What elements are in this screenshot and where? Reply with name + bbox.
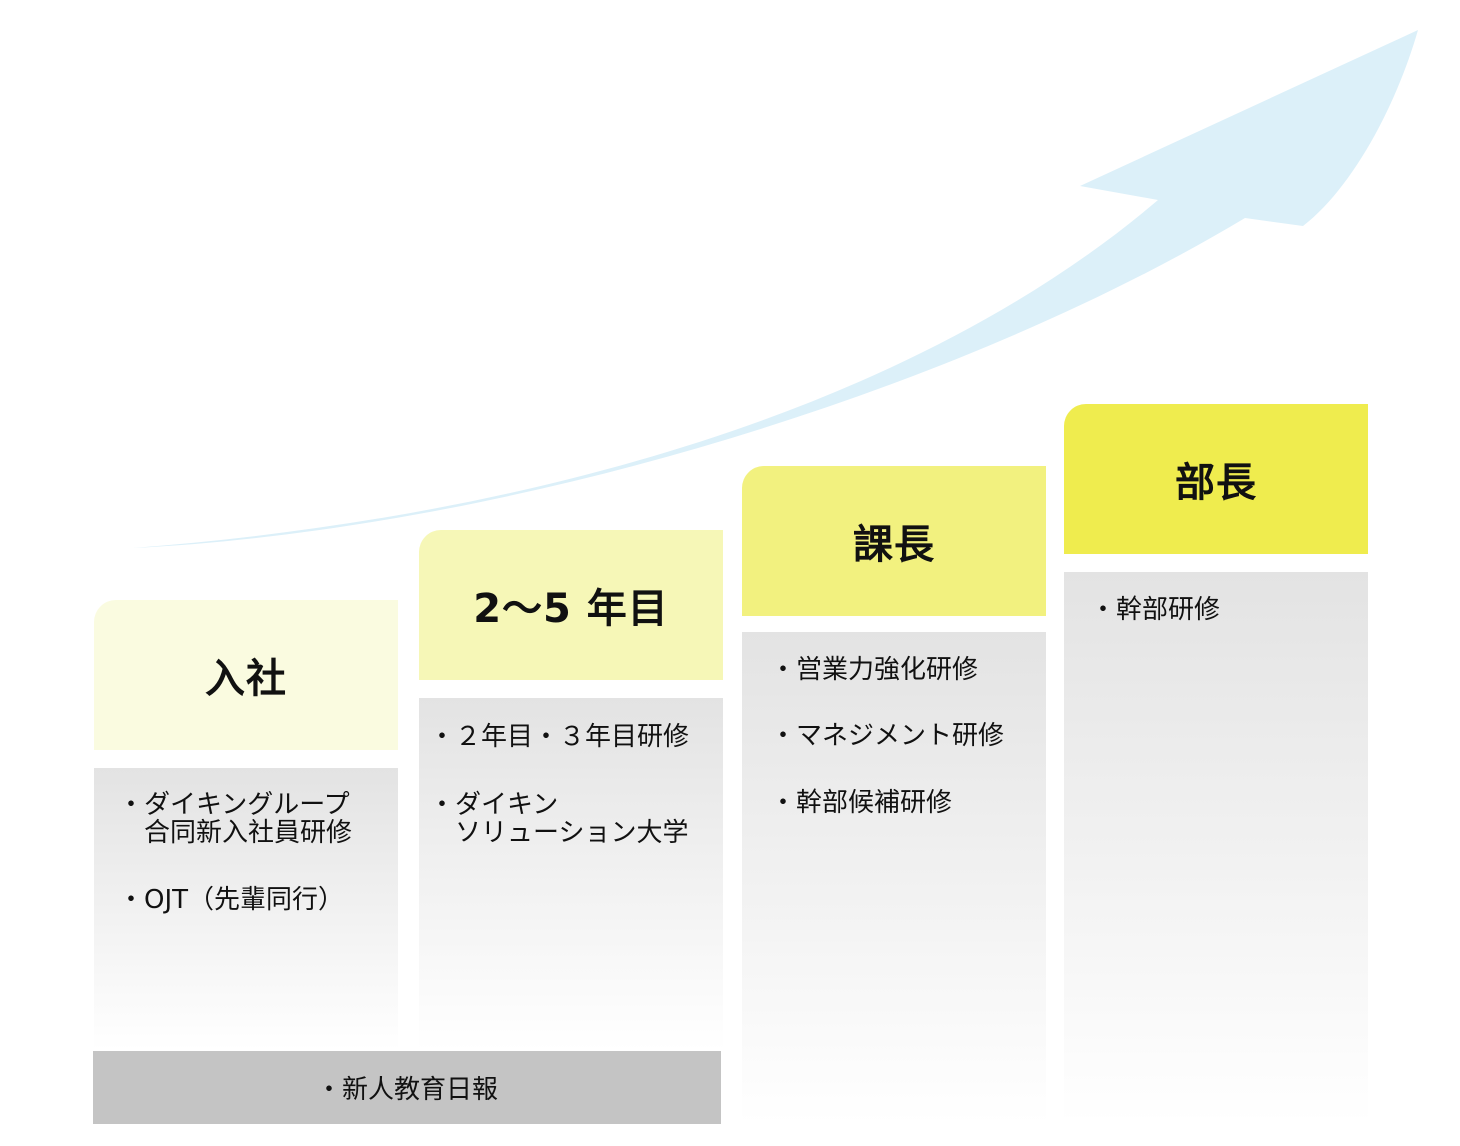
stage-box-2: ・２年目・３年目研修 ・ダイキン ソリューション大学: [419, 698, 723, 1051]
stage-title-3: 課長: [853, 522, 935, 568]
stage-2-item-1: ・２年目・３年目研修: [429, 722, 690, 752]
stage-1-item-1: ・ダイキングループ 合同新入社員研修: [118, 790, 353, 848]
stage-4-item-1: ・幹部研修: [1090, 595, 1221, 625]
stage-1-item-2: ・OJT（先輩同行）: [118, 885, 345, 915]
bottom-bar-label: 新人教育日報: [341, 1075, 498, 1105]
stage-box-3: ・営業力強化研修 ・マネジメント研修 ・幹部候補研修: [742, 632, 1046, 1124]
stage-3-item-3-line-1: 幹部候補研修: [796, 788, 953, 818]
stage-2-item-2-line-1: ダイキン: [455, 790, 559, 820]
stage-3-item-3: ・幹部候補研修: [770, 788, 953, 818]
stage-box-4: ・幹部研修: [1064, 572, 1368, 1124]
stage-3-item-1-line-1: 営業力強化研修: [796, 655, 979, 685]
bottom-bar: ・新人教育日報: [93, 1051, 721, 1124]
stage-4-item-1-line-1: 幹部研修: [1116, 595, 1221, 625]
stage-header-1: 入社: [94, 600, 398, 750]
stage-3-item-1: ・営業力強化研修: [770, 655, 979, 685]
stage-title-2: 2〜5 年目: [473, 586, 669, 632]
stage-header-2: 2〜5 年目: [419, 530, 723, 680]
stage-1-item-1-line-1: ダイキングループ: [144, 790, 350, 820]
stage-2-item-1-line-1: ２年目・３年目研修: [455, 722, 690, 752]
stage-1-item-1-line-2: 合同新入社員研修: [144, 818, 353, 848]
stage-header-3: 課長: [742, 466, 1046, 616]
stage-title-4: 部長: [1175, 460, 1257, 506]
stage-2-item-2-line-2: ソリューション大学: [455, 818, 689, 848]
stage-box-1: ・ダイキングループ 合同新入社員研修 ・OJT（先輩同行）: [94, 768, 398, 1051]
stage-3-item-2-line-1: マネジメント研修: [796, 721, 1005, 751]
stage-1-item-2-line-1: OJT（先輩同行）: [144, 885, 345, 915]
stage-header-4: 部長: [1064, 404, 1368, 554]
stage-2-item-2: ・ダイキン ソリューション大学: [429, 790, 689, 848]
stage-3-item-2: ・マネジメント研修: [770, 721, 1005, 751]
stage-title-1: 入社: [205, 656, 287, 702]
